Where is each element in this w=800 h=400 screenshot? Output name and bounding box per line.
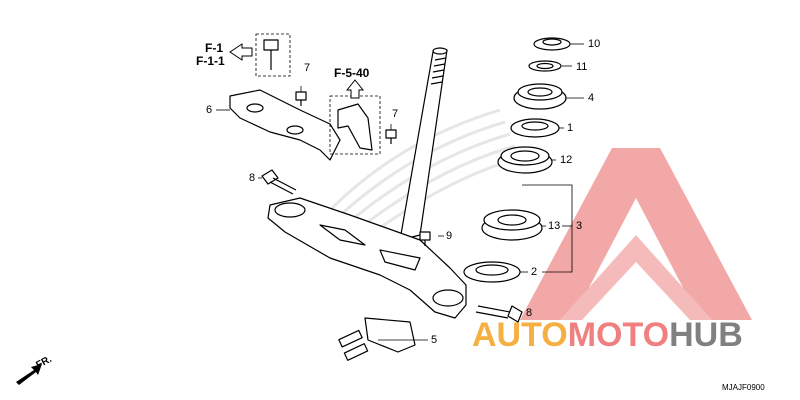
callout-4: 4 xyxy=(588,92,595,104)
bolt-8-upper xyxy=(261,169,297,195)
callout-11: 11 xyxy=(576,61,588,73)
screw-top-left xyxy=(263,39,279,70)
lower-dust-seal-2 xyxy=(463,261,521,283)
watermark-part-auto: AUTO xyxy=(472,316,568,354)
bolt-7-left xyxy=(295,91,307,106)
bolt-9 xyxy=(419,231,431,246)
diagram-code: MJAJF0900 xyxy=(722,383,765,392)
callout-8-lower: 8 xyxy=(526,307,533,319)
ignition-switch-5 xyxy=(338,317,416,361)
callout-1: 1 xyxy=(567,122,574,134)
upper-bearing-12 xyxy=(497,146,553,174)
f1-arrow xyxy=(229,43,253,61)
callout-12: 12 xyxy=(560,154,573,166)
f1-dashed-box xyxy=(255,33,291,77)
stem-nut-10 xyxy=(533,37,571,51)
adjusting-nut-4 xyxy=(513,83,567,110)
callout-9: 9 xyxy=(446,230,453,242)
reference-f1[interactable]: F-1 xyxy=(205,41,223,55)
callout-13: 13 xyxy=(548,220,561,232)
watermark-triangle-logo xyxy=(520,148,752,320)
callout-2: 2 xyxy=(531,266,538,278)
callout-6: 6 xyxy=(206,104,213,116)
watermark-part-moto: MOTO xyxy=(567,316,670,354)
front-direction-arrow xyxy=(16,364,42,385)
dust-seal-1 xyxy=(510,118,560,138)
f540-arrow xyxy=(345,79,365,99)
bolt-7-right xyxy=(385,129,397,144)
watermark-brand-text: AUTOMOTOHUB xyxy=(472,318,743,352)
lock-washer-11 xyxy=(528,60,562,72)
bracket-f540 xyxy=(337,103,373,151)
watermark-part-hub: HUB xyxy=(669,316,743,354)
callout-3: 3 xyxy=(576,220,583,232)
steering-stem-lower-bracket xyxy=(267,197,467,319)
callout-7-left: 7 xyxy=(304,62,311,74)
reference-f5-40[interactable]: F-5-40 xyxy=(334,66,370,80)
reference-f1-1[interactable]: F-1-1 xyxy=(196,54,225,68)
callout-7-right: 7 xyxy=(392,108,399,120)
bolt-8-lower xyxy=(475,305,523,323)
lower-bearing-13 xyxy=(481,209,543,241)
cable-guide-bracket-6 xyxy=(229,89,341,161)
callout-8-upper: 8 xyxy=(249,172,256,184)
steering-stem-shaft xyxy=(399,47,448,241)
callout-10: 10 xyxy=(588,38,601,50)
callout-5: 5 xyxy=(431,334,438,346)
